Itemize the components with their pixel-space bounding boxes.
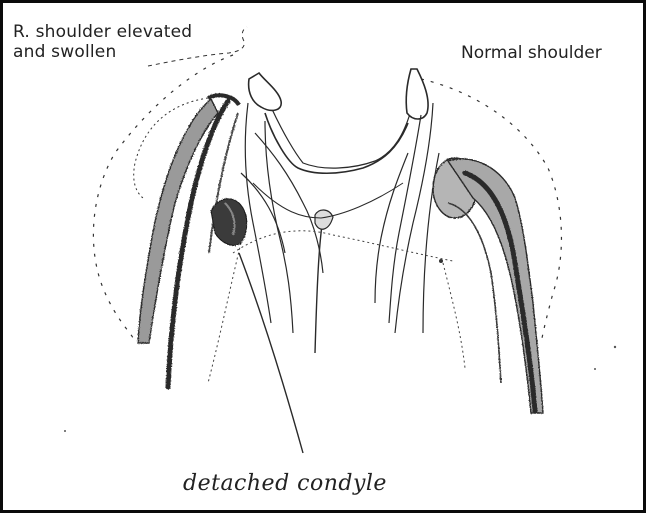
r-shoulder-label: R. shoulder elevated and swollen	[13, 23, 192, 62]
detached-condyle-label: detached condyle	[183, 471, 387, 496]
sternum	[315, 218, 323, 353]
right-acromion	[406, 69, 428, 119]
normal-shoulder-label: Normal shoulder	[461, 44, 602, 64]
rib-cage-contour	[233, 231, 453, 261]
rib-cage-side-left	[208, 243, 241, 383]
speck	[64, 430, 66, 432]
detached-condyle-fragment	[211, 199, 247, 246]
condyle-pointer-line	[239, 253, 303, 453]
clavicle-upper	[271, 103, 413, 168]
r-shoulder-label-line1: R. shoulder elevated	[13, 23, 192, 43]
speck	[594, 368, 596, 370]
shoulder-sketch	[3, 3, 643, 510]
left-acromion	[249, 73, 282, 110]
speck	[614, 346, 616, 348]
speck	[439, 259, 443, 263]
left-clavicle	[265, 113, 408, 173]
rib-cage-side-right	[443, 263, 465, 368]
manubrium	[315, 210, 333, 229]
left-scapula	[241, 103, 323, 333]
r-shoulder-label-line2: and swollen	[13, 43, 192, 63]
right-humerus	[433, 158, 543, 413]
right-scapula	[375, 103, 439, 333]
